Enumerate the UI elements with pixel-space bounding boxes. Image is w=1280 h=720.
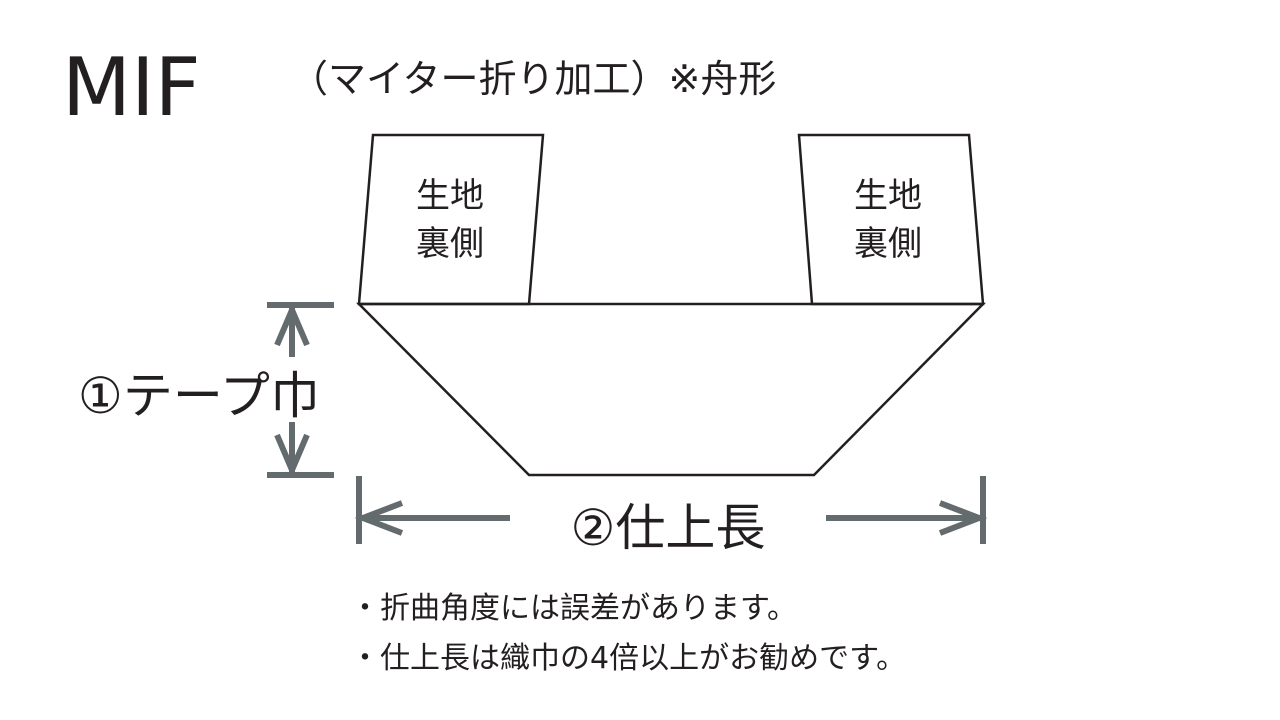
note-2: ・仕上長は織巾の4倍以上がお勧めです。	[350, 641, 906, 676]
left-flap-label-2: 裏側	[416, 224, 484, 264]
left-flap-label-1: 生地	[416, 176, 484, 216]
right-flap-label-2: 裏側	[854, 224, 922, 264]
tape-width-label: ①テープ巾	[78, 367, 320, 425]
right-flap-label-1: 生地	[854, 176, 922, 216]
subtitle: （マイター折り加工）※舟形	[290, 57, 776, 101]
tape-body	[355, 302, 986, 477]
finished-length-label: ②仕上長	[571, 499, 766, 557]
title: MIF	[62, 41, 201, 134]
tape-width-dimension	[267, 302, 334, 478]
left-flap	[357, 133, 545, 306]
note-1: ・折曲角度には誤差があります。	[350, 591, 797, 626]
right-flap	[797, 133, 985, 306]
finished-length-dimension	[354, 476, 988, 544]
